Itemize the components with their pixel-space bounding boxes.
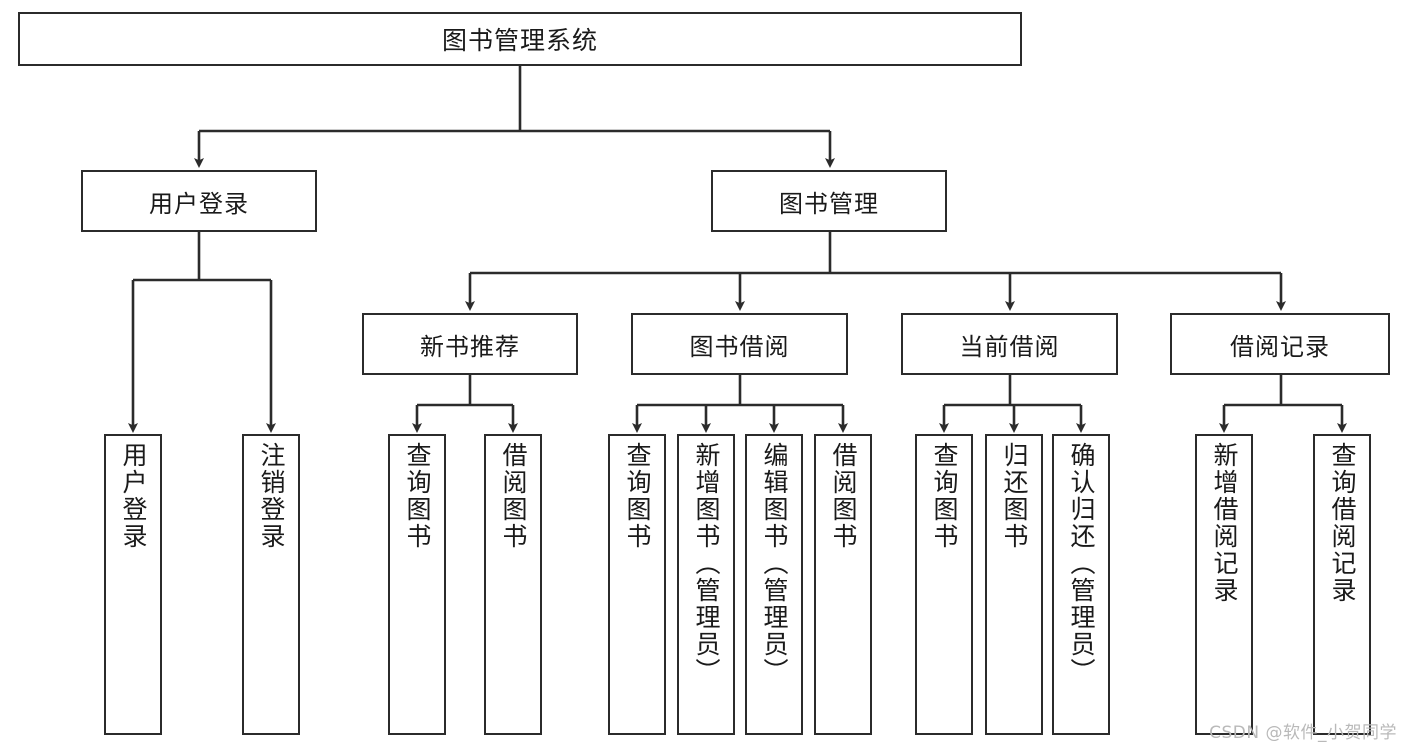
leaf-label: 编辑图书（管理员） [760, 442, 789, 685]
node-root-system[interactable]: 图书管理系统 [18, 12, 1022, 66]
leaf-borrow-book-recommend[interactable]: 借阅图书 [484, 434, 542, 735]
leaf-edit-book-admin[interactable]: 编辑图书（管理员） [745, 434, 803, 735]
leaf-label: 查询图书 [930, 442, 959, 550]
node-label: 用户登录 [149, 189, 249, 218]
leaf-label: 借阅图书 [829, 442, 858, 550]
leaf-label: 借阅图书 [499, 442, 528, 550]
leaf-user-login[interactable]: 用户登录 [104, 434, 162, 735]
leaf-label: 用户登录 [119, 442, 148, 550]
node-label: 新书推荐 [420, 332, 520, 361]
leaf-add-borrow-record[interactable]: 新增借阅记录 [1195, 434, 1253, 735]
leaf-query-book-recommend[interactable]: 查询图书 [388, 434, 446, 735]
node-label: 借阅记录 [1230, 332, 1330, 361]
leaf-label: 新增借阅记录 [1210, 442, 1239, 604]
node-label: 图书借阅 [689, 332, 790, 361]
leaf-return-book[interactable]: 归还图书 [985, 434, 1043, 735]
node-user-login[interactable]: 用户登录 [81, 170, 317, 232]
leaf-logout[interactable]: 注销登录 [242, 434, 300, 735]
leaf-label: 注销登录 [257, 442, 286, 550]
node-borrow-records[interactable]: 借阅记录 [1170, 313, 1390, 375]
leaf-label: 新增图书（管理员） [692, 442, 721, 685]
leaf-label: 确认归还（管理员） [1067, 442, 1096, 685]
node-label: 当前借阅 [959, 332, 1060, 361]
node-book-borrow[interactable]: 图书借阅 [631, 313, 848, 375]
leaf-borrow-book[interactable]: 借阅图书 [814, 434, 872, 735]
leaf-confirm-return-admin[interactable]: 确认归还（管理员） [1052, 434, 1110, 735]
node-label: 图书管理系统 [441, 26, 598, 55]
node-book-management[interactable]: 图书管理 [711, 170, 947, 232]
watermark: CSDN @软件_小贺同学 [1209, 723, 1397, 743]
leaf-label: 查询图书 [403, 442, 432, 550]
leaf-label: 查询借阅记录 [1328, 442, 1357, 604]
node-label: 图书管理 [779, 189, 879, 218]
leaf-query-book-borrow[interactable]: 查询图书 [608, 434, 666, 735]
leaf-label: 归还图书 [1000, 442, 1029, 550]
node-new-book-recommend[interactable]: 新书推荐 [362, 313, 578, 375]
leaf-query-book-current[interactable]: 查询图书 [915, 434, 973, 735]
leaf-add-book-admin[interactable]: 新增图书（管理员） [677, 434, 735, 735]
leaf-query-borrow-record[interactable]: 查询借阅记录 [1313, 434, 1371, 735]
node-current-borrow[interactable]: 当前借阅 [901, 313, 1118, 375]
leaf-label: 查询图书 [623, 442, 652, 550]
